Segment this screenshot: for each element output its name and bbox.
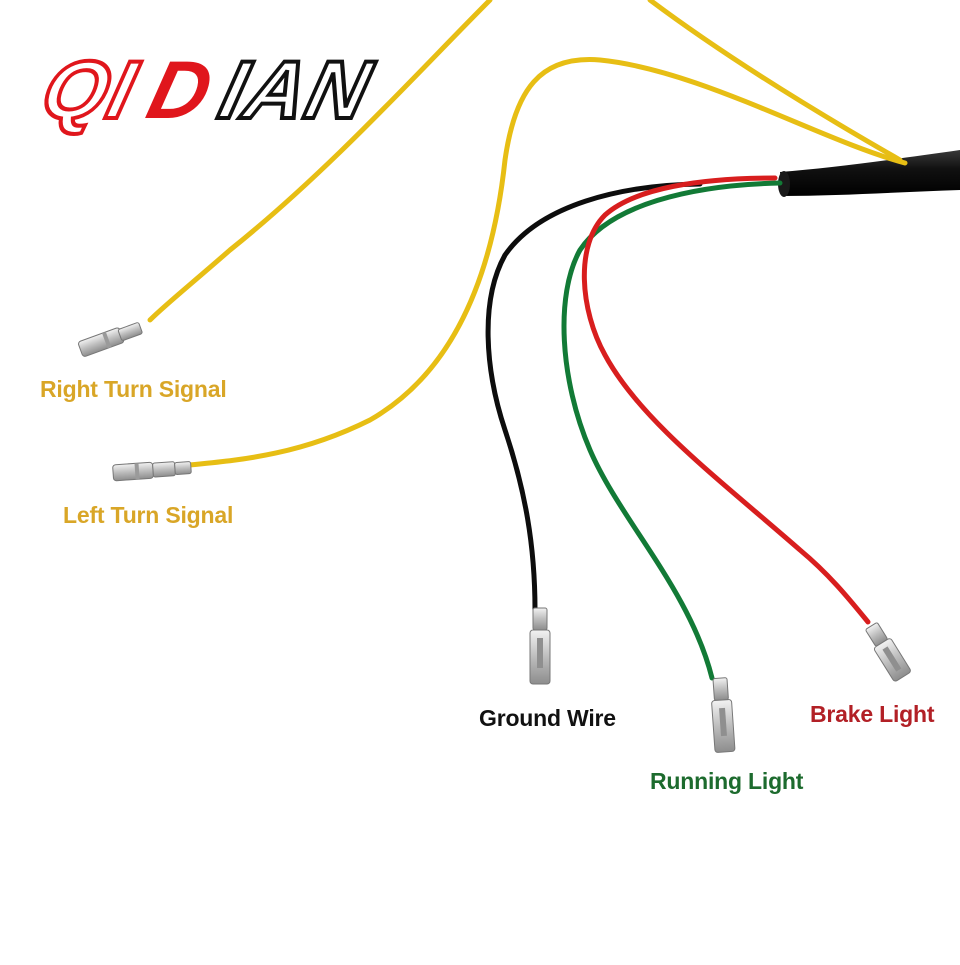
brake-light-wire bbox=[581, 175, 871, 625]
left-turn-wire bbox=[187, 57, 908, 468]
running-light-terminal bbox=[711, 677, 736, 753]
svg-text:QI: QI bbox=[33, 44, 146, 136]
left-turn-signal-label: Left Turn Signal bbox=[63, 502, 234, 528]
ground-wire-label: Ground Wire bbox=[479, 705, 616, 731]
qidian-logo: QI D IAN bbox=[31, 42, 383, 138]
svg-text:IAN: IAN bbox=[211, 44, 381, 136]
main-cable bbox=[778, 150, 960, 197]
ground-wire bbox=[485, 181, 703, 613]
brake-light-terminal bbox=[865, 622, 911, 682]
svg-text:D: D bbox=[139, 44, 223, 136]
right-turn-signal-label: Right Turn Signal bbox=[40, 376, 227, 402]
running-light-wire bbox=[561, 180, 783, 681]
brake-light-label: Brake Light bbox=[810, 701, 935, 727]
left-turn-terminal bbox=[112, 461, 192, 482]
right-turn-wire bbox=[147, 0, 493, 323]
ground-terminal bbox=[529, 607, 551, 685]
running-light-label: Running Light bbox=[650, 768, 804, 794]
right-turn-terminal bbox=[78, 322, 143, 357]
